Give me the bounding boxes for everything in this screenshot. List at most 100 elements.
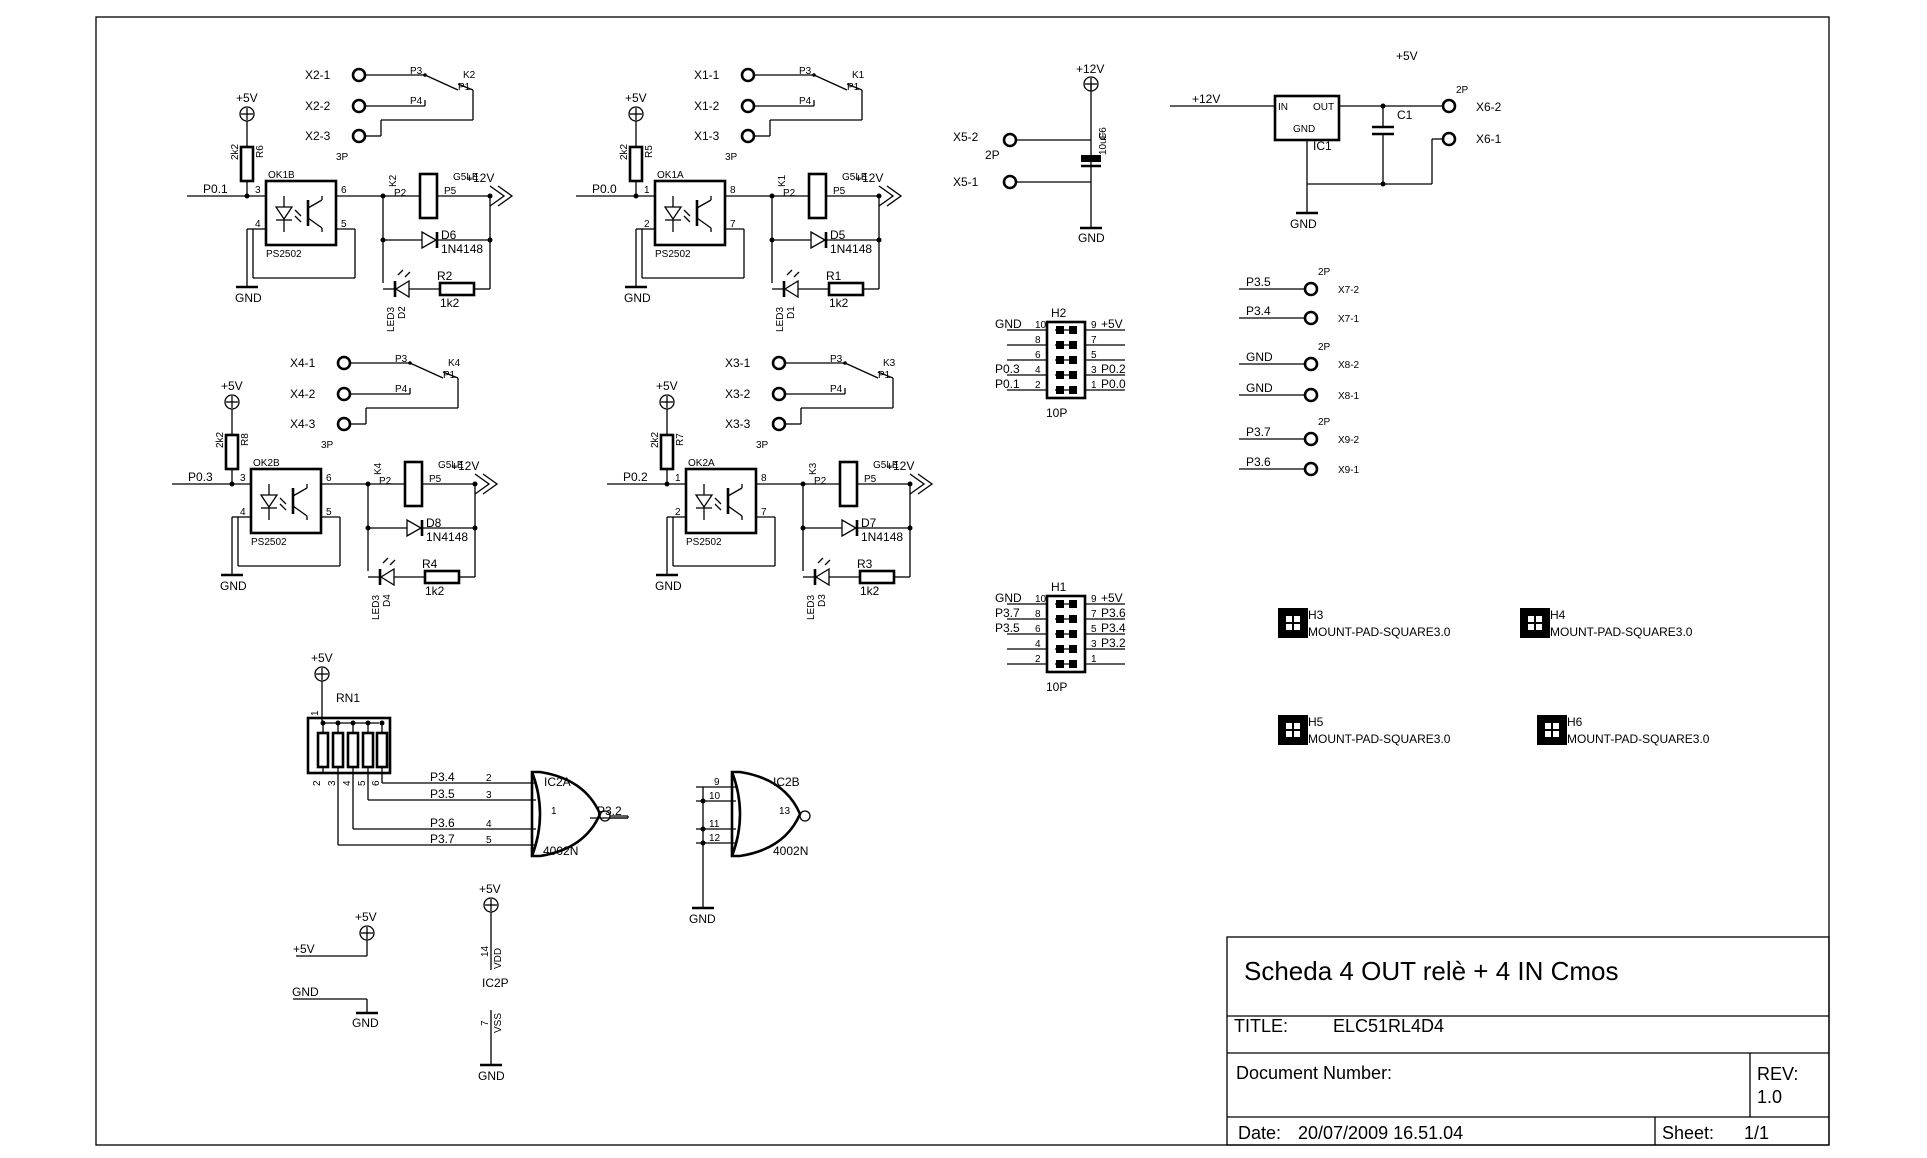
pullup-value: 2k2 bbox=[230, 143, 241, 160]
led-ref: D2 bbox=[397, 306, 408, 319]
relay-part: G5LE bbox=[873, 460, 899, 471]
rn1-pin-4: 4 bbox=[342, 780, 353, 786]
relay-p3: P3 bbox=[410, 66, 423, 77]
ic2b-gnd-label: GND bbox=[689, 912, 716, 926]
opto-pin-in: 1 bbox=[675, 473, 681, 484]
rn1-pin-2: 2 bbox=[312, 780, 323, 786]
terminal-2-k4 bbox=[336, 386, 352, 402]
terminal-x6-2-label: X6-2 bbox=[1476, 100, 1502, 114]
diode-ref: D8 bbox=[426, 516, 442, 530]
c6-ref: C6 bbox=[1098, 127, 1109, 140]
opto-pin-c: 6 bbox=[326, 473, 332, 484]
rn1-resistor-4 bbox=[361, 731, 375, 769]
opto-pin-in: 1 bbox=[644, 185, 650, 196]
input-net-label: P0.1 bbox=[203, 182, 228, 196]
sheet-value: 1/1 bbox=[1744, 1123, 1769, 1143]
terminal-label-3: X3-3 bbox=[725, 417, 751, 431]
indicator-led bbox=[783, 279, 799, 299]
header-h2-net-r0: +5V bbox=[1101, 317, 1123, 331]
terminal-x7-1 bbox=[1303, 310, 1319, 326]
opto-pin-k: 4 bbox=[255, 219, 261, 230]
x7-1-label: X7-1 bbox=[1338, 314, 1360, 325]
ic2a-in-net-2: P3.6 bbox=[430, 816, 455, 830]
header-h1-pin-r2: 5 bbox=[1091, 624, 1097, 635]
optocoupler-body bbox=[653, 179, 727, 247]
header-h1-net-r2: P3.4 bbox=[1101, 621, 1126, 635]
terminal-x6-type: 2P bbox=[1456, 85, 1469, 96]
rev-value: 1.0 bbox=[1757, 1087, 1782, 1107]
relay-12v-label: +12V bbox=[466, 171, 494, 185]
title-label: TITLE: bbox=[1234, 1016, 1288, 1036]
right-terminals: P3.5 P3.4 GND GND P3.7 P3.6 X7-2 X7-1 X8… bbox=[1239, 267, 1360, 477]
led-part: LED3 bbox=[775, 307, 786, 332]
header-h2-net-l0: GND bbox=[995, 317, 1022, 331]
regulator-out-pin: OUT bbox=[1313, 102, 1334, 113]
rn1-pin-5: 5 bbox=[357, 780, 368, 786]
capacitor-c1-label: C1 bbox=[1397, 108, 1413, 122]
pullup-resistor bbox=[239, 145, 255, 183]
terminal-x5-2 bbox=[1002, 132, 1018, 148]
terminal-x8-2 bbox=[1303, 356, 1319, 372]
header-h1-pin-l4: 2 bbox=[1035, 654, 1041, 665]
led-part: LED3 bbox=[386, 307, 397, 332]
ic2p-vss: VSS bbox=[493, 1013, 504, 1033]
regulator-gnd-pin: GND bbox=[1293, 124, 1315, 135]
header-h2-pin-l4: 2 bbox=[1035, 380, 1041, 391]
terminal-x6-2 bbox=[1441, 98, 1457, 114]
rn1-resistor-3 bbox=[346, 731, 360, 769]
relay-ref: K2 bbox=[388, 174, 399, 187]
terminal-type: 3P bbox=[725, 152, 738, 163]
regulator-input-label: +12V bbox=[1192, 92, 1220, 106]
title-value: ELC51RL4D4 bbox=[1333, 1016, 1444, 1036]
terminal-label-2: X1-2 bbox=[694, 99, 720, 113]
opto-pin-k: 2 bbox=[675, 507, 681, 518]
terminal-x8-1 bbox=[1303, 387, 1319, 403]
mount-pad-part: MOUNT-PAD-SQUARE3.0 bbox=[1567, 732, 1710, 746]
led-part: LED3 bbox=[371, 595, 382, 620]
pullup-value: 2k2 bbox=[619, 143, 630, 160]
terminal-type: 3P bbox=[336, 152, 349, 163]
relay-p1: P1 bbox=[443, 370, 456, 381]
x9-2-label: X9-2 bbox=[1338, 435, 1360, 446]
header-h2-pin-r0: 9 bbox=[1091, 320, 1097, 331]
misc-gnd-symbol-label: GND bbox=[352, 1016, 379, 1030]
pullup-ref: R7 bbox=[675, 433, 686, 446]
relay-p2: P2 bbox=[379, 476, 392, 487]
diode-ref: D5 bbox=[830, 228, 846, 242]
terminal-1-k3 bbox=[771, 355, 787, 371]
ic2p-vss-pin: 7 bbox=[480, 1020, 491, 1026]
ic2a-ref: IC2A bbox=[544, 775, 571, 789]
terminal-x5-2-label: X5-2 bbox=[953, 130, 979, 144]
optocoupler-body bbox=[249, 467, 323, 535]
ic2a-in-net-0: P3.4 bbox=[430, 770, 455, 784]
rn1-resistor-2 bbox=[331, 731, 345, 769]
header-h1-pin-r1: 7 bbox=[1091, 609, 1097, 620]
relay-coil bbox=[418, 172, 439, 220]
ic2b-pin-11: 11 bbox=[709, 819, 720, 830]
opto-pin-c: 8 bbox=[761, 473, 767, 484]
misc-power-stubs: +5V +5V GND GND bbox=[292, 910, 379, 1030]
rn1-5v-label: +5V bbox=[311, 651, 333, 665]
header-h1-pin-r4: 1 bbox=[1091, 654, 1097, 665]
mount-pad-ref: H5 bbox=[1308, 715, 1324, 729]
rn1-resistor-5 bbox=[375, 731, 389, 769]
ic2-power: +5V GND IC2P 14 VDD 7 VSS bbox=[478, 882, 509, 1083]
opto-pin-k: 4 bbox=[240, 507, 246, 518]
terminal-type: 3P bbox=[756, 440, 769, 451]
relay-p2: P2 bbox=[394, 188, 407, 199]
terminal-x9-1 bbox=[1303, 461, 1319, 477]
x9-1-label: X9-1 bbox=[1338, 465, 1360, 476]
header-h2-pin-l0: 10 bbox=[1035, 320, 1047, 331]
pullup-resistor bbox=[659, 433, 675, 471]
ic2b-ref: IC2B bbox=[773, 775, 800, 789]
ic2p-vdd-pin: 14 bbox=[480, 945, 491, 957]
header-h1-pin-r0: 9 bbox=[1091, 594, 1097, 605]
header-h2-pin-r3: 3 bbox=[1091, 365, 1097, 376]
terminal-3-k4 bbox=[336, 416, 352, 432]
regulator-ref: IC1 bbox=[1313, 139, 1332, 153]
terminal-3-k3 bbox=[771, 416, 787, 432]
flyback-diode bbox=[810, 230, 827, 250]
supply-input-gnd-label: GND bbox=[1078, 231, 1105, 245]
